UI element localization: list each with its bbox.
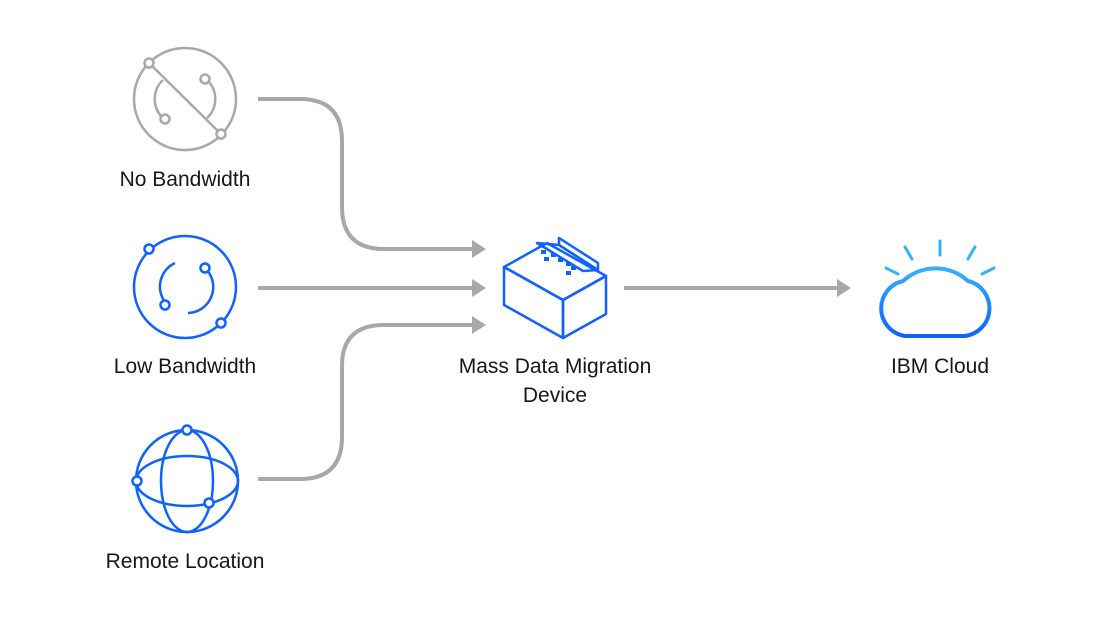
no-bandwidth-icon <box>132 46 238 152</box>
device-label-line-2: Device <box>522 384 588 407</box>
ibm-cloud-icon <box>879 239 996 338</box>
source-label-remote-location: Remote Location <box>105 550 265 573</box>
connector-remote-location <box>258 323 474 481</box>
source-label-low-bandwidth: Low Bandwidth <box>113 355 257 378</box>
device-label: Mass Data Migration Device <box>430 352 680 410</box>
arrowhead-remote-location <box>472 316 486 334</box>
arrowhead-no-bandwidth <box>472 240 486 258</box>
device-label-line-1: Mass Data Migration <box>458 355 652 378</box>
arrowhead-low-bandwidth <box>472 279 486 297</box>
globe-icon <box>131 424 240 534</box>
migration-device-icon <box>502 236 608 340</box>
low-bandwidth-icon <box>132 234 238 340</box>
source-label-no-bandwidth: No Bandwidth <box>119 168 251 191</box>
connectors <box>258 97 851 481</box>
arrowhead-device-to-cloud <box>837 279 851 297</box>
connector-no-bandwidth <box>258 97 474 251</box>
destination-label: IBM Cloud <box>890 355 990 378</box>
